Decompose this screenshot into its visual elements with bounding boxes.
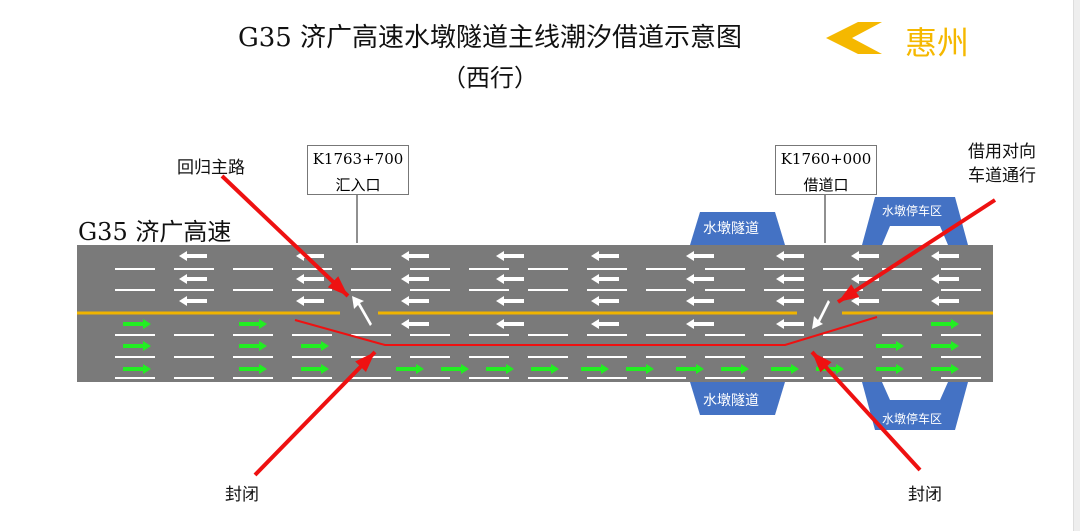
eastbound-arrow-icon (531, 364, 559, 374)
eastbound-arrow-icon (931, 341, 959, 351)
parking-label-top: 水墩停车区 (882, 204, 943, 218)
closed-pointer-left-head-icon (355, 352, 375, 373)
borrow-km: K1760+000 (780, 150, 872, 168)
tunnel-label-bottom: 水墩隧道 (703, 393, 759, 409)
tunnel-shape-bottom (690, 382, 785, 415)
westbound-arrow-icon (686, 274, 714, 284)
borrow-pointer (836, 198, 997, 304)
borrow-label: 借道口 (803, 176, 849, 194)
eastbound-arrow-icon (301, 341, 329, 351)
westbound-arrow-icon (931, 296, 959, 306)
westbound-arrow-icon (591, 274, 619, 284)
destination-label: 惠州 (905, 24, 970, 62)
closed-pointer-left (253, 350, 377, 477)
westbound-arrow-icon (776, 251, 804, 261)
eastbound-arrow-icon (123, 341, 151, 351)
westbound-arrow-icon (296, 274, 324, 284)
eastbound-arrow-icon (239, 364, 267, 374)
closed-pointer-right (810, 350, 922, 472)
closed-annotation-right: 封闭 (908, 485, 942, 505)
diagram-title: G35 济广高速水墩隧道主线潮汐借道示意图 (237, 23, 743, 53)
eastbound-arrow-icon (876, 364, 904, 374)
eastbound-arrow-icon (931, 319, 959, 329)
eastbound-arrow-icon (771, 364, 799, 374)
eastbound-arrow-icon (239, 341, 267, 351)
westbound-arrow-icon (401, 251, 429, 261)
tunnel-label-top: 水墩隧道 (703, 221, 759, 237)
eastbound-arrow-icon (239, 319, 267, 329)
westbound-arrow-icon (591, 296, 619, 306)
eastbound-arrow-icon (721, 364, 749, 374)
direction-arrow-icon (826, 22, 882, 54)
diagram-subtitle: （西行） (442, 64, 538, 92)
westbound-arrow-icon (931, 251, 959, 261)
eastbound-arrow-icon (441, 364, 469, 374)
merge-arrow-icon (352, 296, 372, 326)
eastbound-arrow-icon (396, 364, 424, 374)
return-annotation: 回归主路 (177, 158, 245, 178)
westbound-arrow-icon (851, 251, 879, 261)
borrow-marker-box: K1760+000 借道口 (775, 145, 877, 195)
return-pointer-head-icon (327, 276, 348, 296)
westbound-arrow-icon (776, 274, 804, 284)
westbound-arrow-icon (496, 251, 524, 261)
westbound-arrow-icon (401, 319, 429, 329)
parking-label-bottom: 水墩停车区 (882, 412, 943, 426)
eastbound-arrow-icon (581, 364, 609, 374)
westbound-arrow-icon (686, 251, 714, 261)
borrow-annotation: 借用对向车道通行 (968, 142, 1036, 186)
westbound-arrow-icon (686, 296, 714, 306)
westbound-arrow-icon (401, 296, 429, 306)
westbound-arrow-icon (591, 251, 619, 261)
westbound-arrow-icon (179, 274, 207, 284)
closure-line (294, 316, 878, 346)
eastbound-arrow-icon (626, 364, 654, 374)
eastbound-arrow-icon (676, 364, 704, 374)
borrow-pointer-head-icon (838, 284, 860, 302)
westbound-arrow-icon (496, 319, 524, 329)
eastbound-arrow-icon (123, 364, 151, 374)
entry-marker-box: K1763+700 汇入口 (307, 145, 409, 195)
westbound-arrow-icon (179, 296, 207, 306)
westbound-arrow-icon (851, 296, 879, 306)
westbound-arrow-icon (776, 296, 804, 306)
entry-label: 汇入口 (335, 176, 381, 194)
westbound-arrow-icon (591, 319, 619, 329)
eastbound-arrow-icon (301, 364, 329, 374)
westbound-arrow-icon (851, 274, 879, 284)
westbound-arrow-icon (496, 274, 524, 284)
closed-annotation-left: 封闭 (225, 485, 259, 505)
entry-km: K1763+700 (312, 150, 404, 168)
westbound-arrow-icon (776, 319, 804, 329)
parking-shape-top (862, 197, 968, 245)
tunnel-shape-top (690, 212, 785, 245)
road-name: G35 济广高速 (78, 218, 232, 246)
westbound-arrow-icon (401, 274, 429, 284)
eastbound-arrow-icon (486, 364, 514, 374)
parking-shape-bottom (862, 382, 968, 430)
westbound-arrow-icon (496, 296, 524, 306)
eastbound-arrow-icon (876, 341, 904, 351)
return-pointer (220, 174, 350, 298)
westbound-arrow-icon (296, 296, 324, 306)
westbound-arrow-icon (179, 251, 207, 261)
westbound-arrow-icon (686, 319, 714, 329)
closed-pointer-right-head-icon (812, 352, 832, 373)
eastbound-arrow-icon (931, 364, 959, 374)
eastbound-arrow-icon (123, 319, 151, 329)
scrollbar[interactable] (1073, 0, 1080, 531)
westbound-arrow-icon (931, 274, 959, 284)
diverge-arrow-icon (812, 300, 830, 329)
